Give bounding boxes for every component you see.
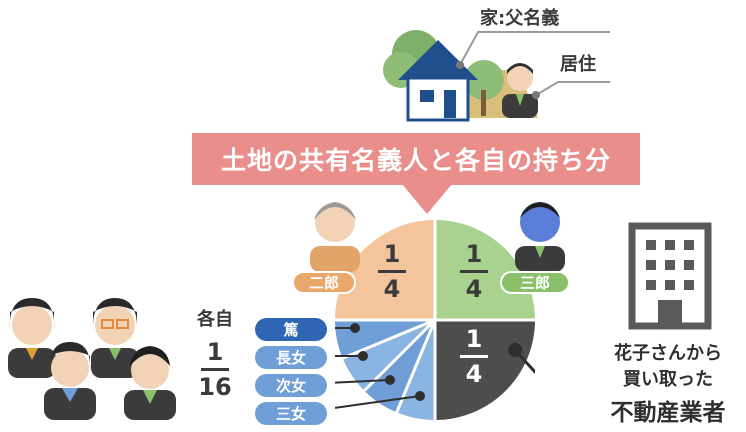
sibling-label-second-daughter: 次女 xyxy=(255,374,327,397)
banner-arrow xyxy=(402,184,452,214)
house-illustration xyxy=(383,30,538,122)
callout-lines xyxy=(456,31,610,99)
jiro-person-icon xyxy=(310,202,360,272)
sibling-label-eldest-daughter: 長女 xyxy=(255,346,327,369)
banner-title: 土地の共有名義人と各自の持ち分 xyxy=(192,133,640,185)
each-label: 各自 xyxy=(197,309,233,330)
sibling-label-atsushi: 篤 xyxy=(255,318,327,341)
pie-slice-sibling-3 xyxy=(364,320,435,413)
building-icon xyxy=(628,222,712,330)
jiro-label: 二郎 xyxy=(292,271,356,294)
buyer-line2: 買い取った xyxy=(623,369,713,390)
residence-callout: 居住 xyxy=(560,54,596,75)
saburo-person-icon xyxy=(515,202,565,272)
pie-slice-buyer xyxy=(435,320,535,420)
pie-slice-sibling-2 xyxy=(342,320,435,391)
house-owner-callout: 家:父名義 xyxy=(480,8,560,29)
buyer-line1: 花子さんから xyxy=(614,343,722,364)
sibling-label-third-daughter: 三女 xyxy=(255,402,327,425)
buyer-line3: 不動産業者 xyxy=(610,400,726,426)
saburo-label: 三郎 xyxy=(500,271,570,294)
siblings-group-illustration xyxy=(8,298,176,420)
